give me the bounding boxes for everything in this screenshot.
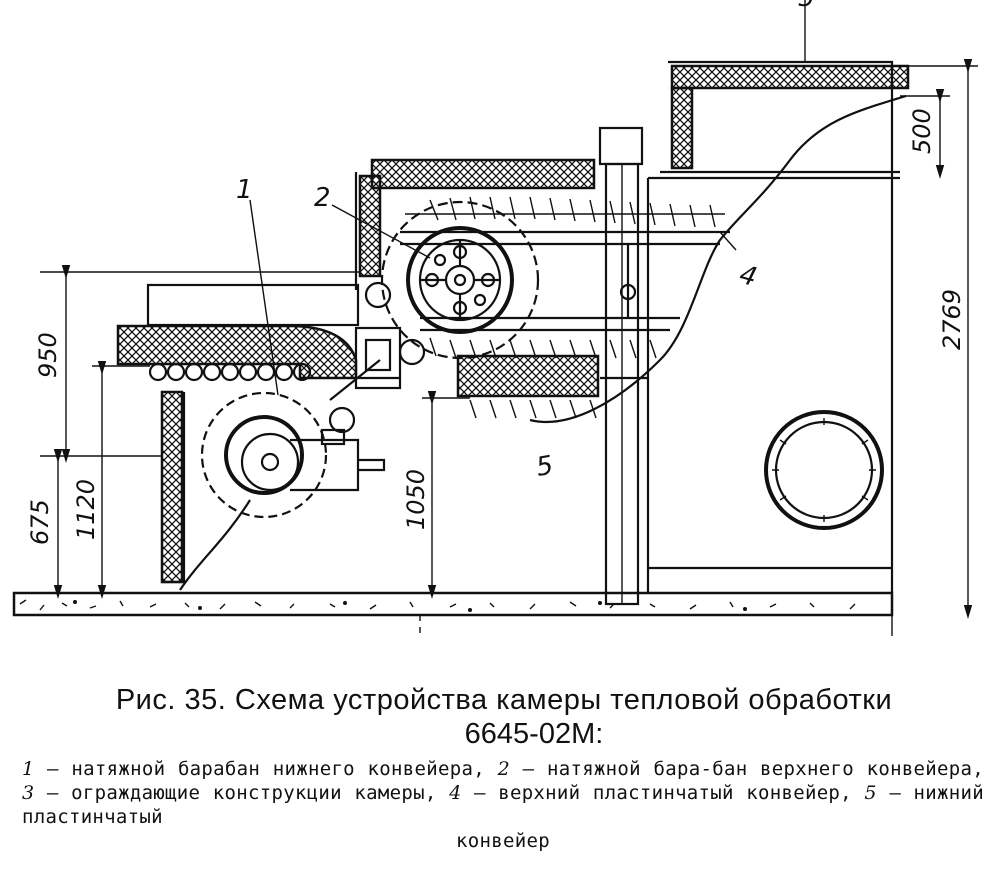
lower-plate-conveyor — [329, 359, 648, 401]
callout-leaders — [249, 0, 806, 396]
legend-tail: конвейер — [456, 830, 550, 852]
lower-tension-drum — [200, 391, 386, 519]
legend-text-5: — нижний пластинчатый — [22, 782, 984, 828]
chamber-schematic-drawing: 1 2 4 5 5 500 2769 950 675 1120 1050 — [12, 0, 978, 636]
dim-950: 950 — [34, 332, 62, 378]
legend-text-1: — натяжной барабан нижнего конвейера, — [34, 758, 498, 780]
roller-row — [148, 362, 312, 382]
legend-text-3: — ограждающие конструкции камеры, — [34, 782, 450, 804]
callout-2: 2 — [314, 183, 331, 213]
legend-num-4: 4 — [449, 782, 462, 804]
dimension-lines — [40, 59, 978, 619]
caption-title-line2: 6645-02М: — [464, 718, 604, 750]
upper-tension-drum — [380, 200, 540, 360]
dim-1120: 1120 — [72, 479, 100, 540]
middle-housing — [354, 126, 644, 606]
chamber-enclosure — [529, 60, 910, 593]
caption-legend: 1 — натяжной барабан нижнего конвейера, … — [22, 757, 984, 853]
figure-caption: Рис. 35. Схема устройства камеры теплово… — [14, 683, 994, 853]
legend-text-4: — верхний пластинчатый конвейер, — [461, 782, 865, 804]
legend-num-1: 1 — [22, 758, 35, 780]
legend-num-5: 5 — [864, 782, 877, 804]
dim-2769: 2769 — [938, 289, 966, 350]
porthole — [764, 410, 884, 530]
legend-num-2: 2 — [497, 758, 510, 780]
callout-5: 5 — [534, 450, 556, 482]
legend-num-3: 3 — [22, 782, 35, 804]
callout-4: 4 — [736, 260, 760, 293]
loading-table — [116, 283, 360, 591]
callout-top: 5 — [798, 0, 815, 13]
dim-675: 675 — [26, 499, 54, 545]
caption-title-line1: Рис. 35. Схема устройства камеры теплово… — [115, 684, 893, 716]
callout-1: 1 — [236, 175, 253, 205]
upper-plate-conveyor — [400, 196, 730, 419]
dim-1050: 1050 — [402, 469, 430, 530]
legend-text-2: — натяжной бара-бан верхнего конвейера, — [509, 758, 984, 780]
dim-500: 500 — [908, 108, 936, 154]
floor-foundation — [12, 591, 894, 636]
